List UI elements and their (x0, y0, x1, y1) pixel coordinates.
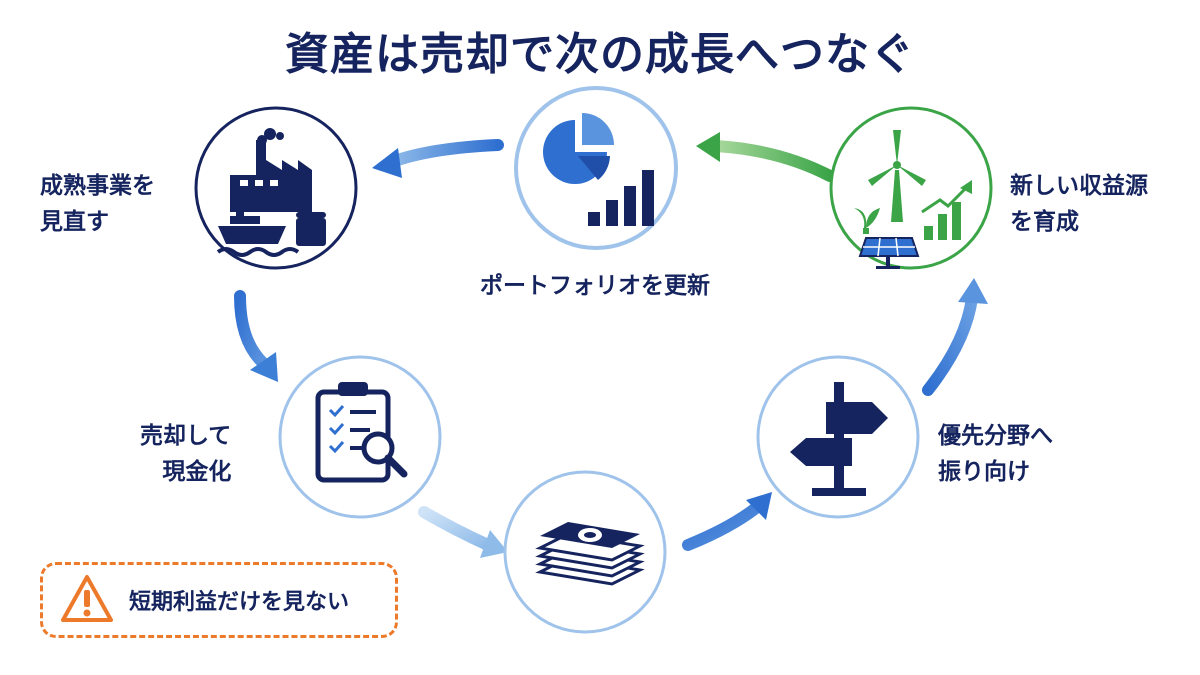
label-priority-line2: 振り向け (938, 459, 1030, 485)
label-mature-line2: 見直す (40, 209, 109, 235)
cash-stack-icon (535, 522, 645, 586)
wind-solar-growth-icon (854, 130, 972, 269)
label-new-revenue-line1: 新しい収益源 (1010, 173, 1148, 199)
arrow-cash-to-priority (682, 492, 772, 551)
label-mature-line1: 成熟事業を (40, 173, 155, 199)
factory-ship-icon (216, 128, 326, 257)
arrow-sell-to-cash (418, 506, 508, 558)
label-portfolio: ポートフォリオを更新 (480, 273, 710, 299)
label-mature: 成熟事業を 見直す (40, 168, 155, 240)
label-sell-line2: 現金化 (162, 459, 232, 485)
label-sell-line1: 売却して (140, 423, 232, 449)
arrow-portfolio-to-mature (372, 139, 504, 178)
node-circle-new (829, 106, 993, 270)
clipboard-search-icon (315, 382, 408, 483)
label-new-revenue-line2: を育成 (1010, 209, 1079, 235)
warning-triangle-icon (61, 575, 113, 622)
page-title: 資産は売却で次の成長へつなぐ (285, 29, 915, 80)
arrow-priority-to-new (922, 278, 988, 396)
arrow-new-to-portfolio (696, 132, 836, 182)
signpost-icon (790, 382, 888, 496)
arrow-mature-to-sell (234, 290, 278, 382)
label-priority-line1: 優先分野へ (938, 423, 1053, 449)
label-sell: 売却して 現金化 (140, 418, 231, 490)
label-priority: 優先分野へ 振り向け (938, 418, 1053, 490)
label-new-revenue: 新しい収益源 を育成 (1010, 168, 1148, 240)
warning-box: 短期利益だけを見ない (40, 562, 398, 638)
warning-text: 短期利益だけを見ない (129, 590, 350, 615)
pie-chart-bars-icon (543, 113, 654, 226)
